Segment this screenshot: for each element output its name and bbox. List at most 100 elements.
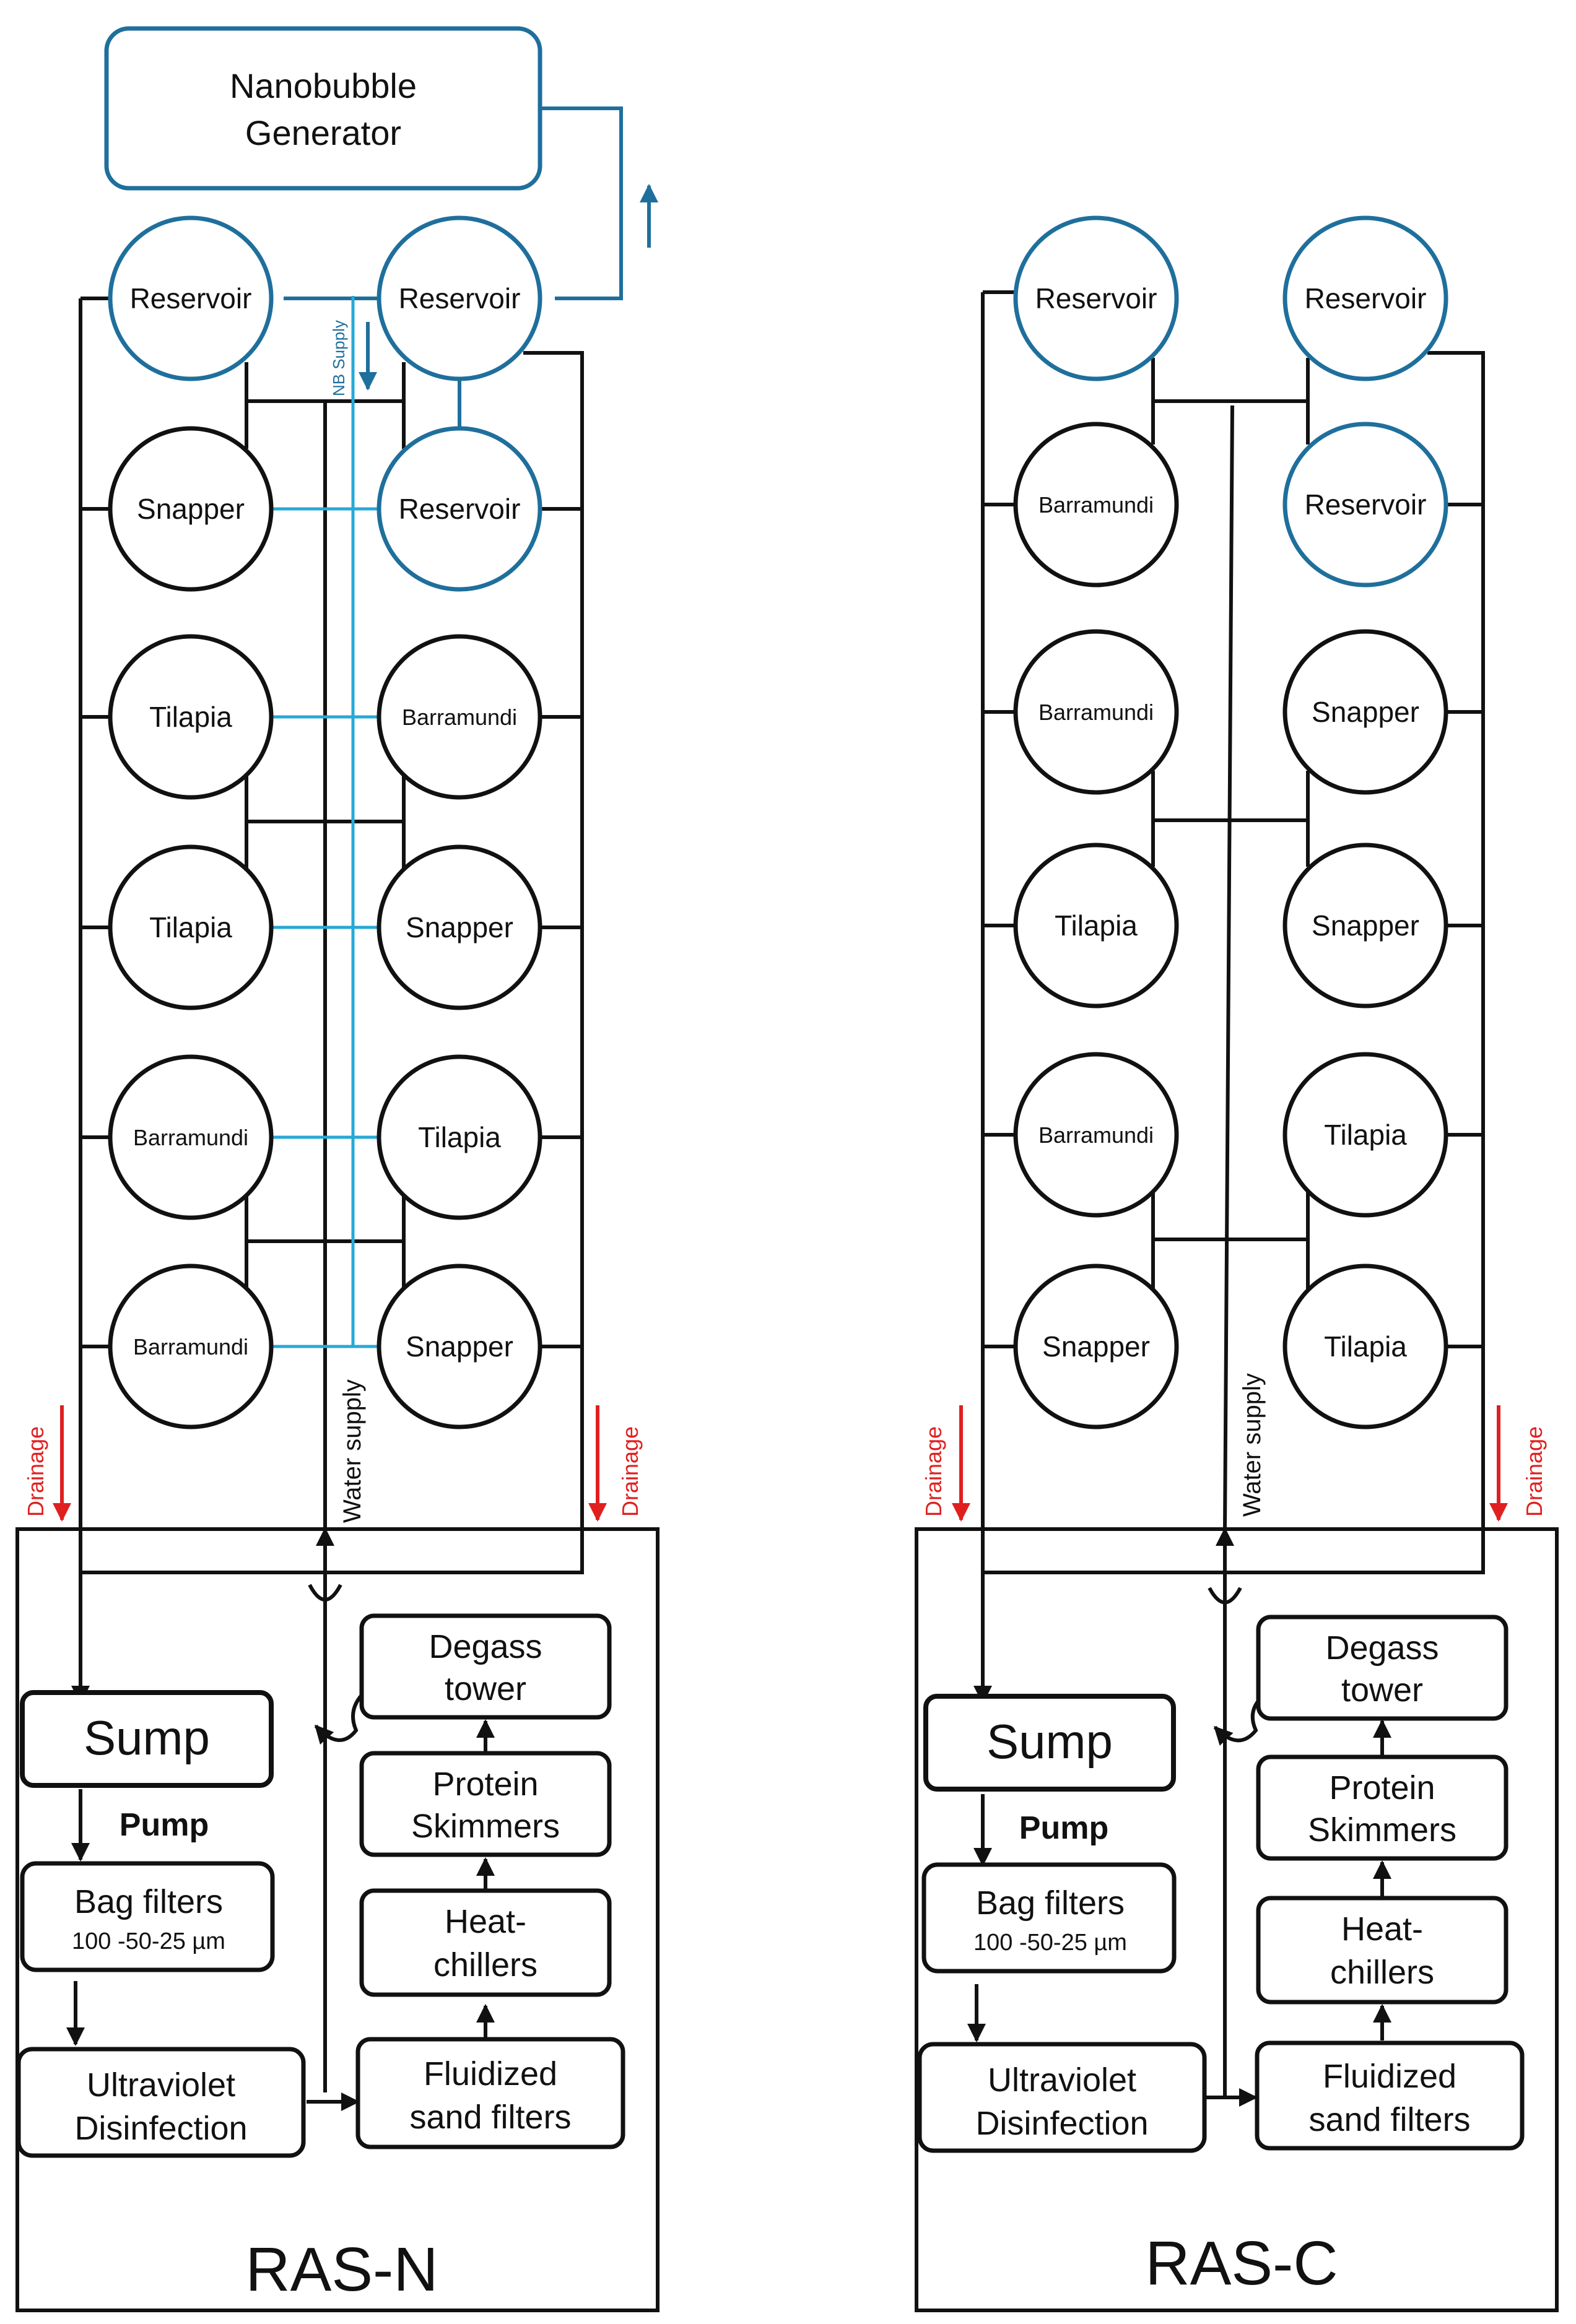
protein-line2: Skimmers — [1308, 1811, 1456, 1849]
treatment-enclosure — [915, 1527, 1559, 2312]
pump-label: Pump — [1019, 1810, 1108, 1846]
heat-line2: chillers — [433, 1946, 538, 1984]
tank-reservoir — [377, 426, 542, 592]
tank-label: Tilapia — [1055, 909, 1138, 942]
tank-label: Barramundi — [1038, 700, 1154, 725]
tank-reservoir — [1282, 215, 1448, 381]
tank-barramundi — [1013, 1052, 1179, 1218]
tank-label: Snapper — [1042, 1330, 1150, 1363]
uv-line1: Ultraviolet — [87, 2066, 235, 2104]
bag-filters-box — [921, 1862, 1177, 1974]
drainage-label-left: Drainage — [921, 1426, 946, 1517]
sump-label: Sump — [986, 1714, 1113, 1769]
tank-label: Barramundi — [133, 1125, 248, 1150]
fluidized-sand-filters-box — [355, 2037, 625, 2149]
ras-c-tanks-right: Reservoir Reservoir Snapper Snapper Tila… — [1282, 215, 1448, 1429]
bag-filters-box — [20, 1861, 275, 1972]
tank-barramundi — [108, 1264, 274, 1429]
tank-label: Barramundi — [1038, 492, 1154, 518]
tank-tilapia — [377, 1054, 542, 1220]
protein-line1: Protein — [432, 1766, 538, 1803]
heat-line2: chillers — [1330, 1954, 1434, 1991]
nb-supply-lines — [272, 296, 379, 1348]
ras-c-piping — [967, 290, 1485, 2107]
fluid-line2: sand filters — [409, 2099, 571, 2136]
fluid-line1: Fluidized — [1323, 2058, 1456, 2095]
tank-label: Tilapia — [418, 1121, 501, 1153]
fluid-line2: sand filters — [1308, 2101, 1470, 2138]
tank-tilapia — [1013, 843, 1179, 1008]
degass-line1: Degass — [1325, 1629, 1439, 1667]
degass-tower-box — [359, 1613, 612, 1720]
ras-n-piping — [66, 297, 584, 2111]
uv-disinfection-box — [917, 2042, 1207, 2153]
tank-reservoir — [377, 215, 542, 381]
fluid-line1: Fluidized — [424, 2055, 557, 2092]
protein-skimmers-box — [359, 1751, 612, 1857]
system-name: RAS-N — [245, 2235, 438, 2304]
degass-line2: tower — [1341, 1671, 1423, 1709]
tank-snapper — [1282, 843, 1448, 1008]
tank-barramundi — [1013, 422, 1179, 588]
ras-n-tanks-left: Reservoir Snapper Tilapia Tilapia Barram… — [108, 215, 274, 1429]
tank-barramundi — [108, 1054, 274, 1220]
drainage-label-right: Drainage — [1522, 1426, 1547, 1517]
nanobubble-generator-line1: Nanobubble — [230, 66, 417, 105]
tank-label: Reservoir — [130, 282, 252, 314]
uv-disinfection-box — [16, 2047, 306, 2158]
tank-snapper — [108, 426, 274, 592]
tank-reservoir — [1282, 422, 1448, 588]
tank-label: Snapper — [1312, 909, 1419, 942]
tank-reservoir — [1013, 215, 1179, 381]
tank-label: Barramundi — [1038, 1122, 1154, 1148]
degass-line1: Degass — [429, 1628, 542, 1665]
pump-label: Pump — [120, 1807, 209, 1843]
system-ras-c: Reservoir Barramundi Barramundi Tilapia … — [915, 215, 1559, 2312]
water-supply-label: Water supply — [339, 1379, 366, 1523]
sump-box — [923, 1694, 1176, 1792]
tank-barramundi — [1013, 629, 1179, 795]
tank-tilapia — [108, 634, 274, 800]
heat-chillers-box — [359, 1888, 612, 1997]
tank-label: Tilapia — [149, 911, 232, 943]
ras-c-tanks-left: Reservoir Barramundi Barramundi Tilapia … — [1013, 215, 1179, 1429]
uv-line1: Ultraviolet — [988, 2062, 1136, 2099]
tank-tilapia — [1282, 1052, 1448, 1218]
tank-snapper — [1282, 629, 1448, 795]
tank-label: Snapper — [1312, 696, 1419, 728]
sump-box — [20, 1690, 274, 1788]
degass-line2: tower — [445, 1670, 526, 1707]
protein-line2: Skimmers — [411, 1808, 560, 1845]
tank-reservoir — [108, 215, 274, 381]
degass-tower-box — [1256, 1615, 1509, 1721]
uv-line2: Disinfection — [74, 2110, 247, 2147]
tank-label: Snapper — [406, 911, 513, 943]
nb-supply-label: NB Supply — [329, 320, 348, 396]
heat-line1: Heat- — [445, 1903, 526, 1940]
tank-tilapia — [1282, 1264, 1448, 1429]
tank-label: Tilapia — [1324, 1330, 1407, 1363]
tank-snapper — [377, 844, 542, 1010]
tank-label: Barramundi — [133, 1334, 248, 1359]
bag-filters-line1: Bag filters — [74, 1883, 223, 1920]
tank-label: Reservoir — [1035, 282, 1157, 314]
bag-filters-line2: 100 -50-25 µm — [72, 1928, 225, 1954]
bag-filters-line1: Bag filters — [976, 1884, 1125, 1922]
tank-snapper — [377, 1264, 542, 1429]
system-name: RAS-C — [1145, 2229, 1338, 2298]
tank-snapper — [1013, 1264, 1179, 1429]
tank-label: Snapper — [137, 493, 245, 525]
tank-label: Barramundi — [402, 705, 517, 730]
tank-label: Reservoir — [1305, 282, 1427, 314]
tank-barramundi — [377, 634, 542, 800]
tank-label: Snapper — [406, 1330, 513, 1363]
bag-filters-line2: 100 -50-25 µm — [973, 1930, 1127, 1956]
tank-label: Tilapia — [149, 701, 232, 733]
tank-label: Reservoir — [1305, 488, 1427, 521]
tank-label: Reservoir — [399, 282, 521, 314]
sump-label: Sump — [84, 1710, 210, 1765]
protein-skimmers-box — [1256, 1754, 1509, 1861]
drainage-label-left: Drainage — [23, 1426, 48, 1517]
ras-n-tanks-right: Reservoir Reservoir Barramundi Snapper T… — [377, 215, 542, 1429]
